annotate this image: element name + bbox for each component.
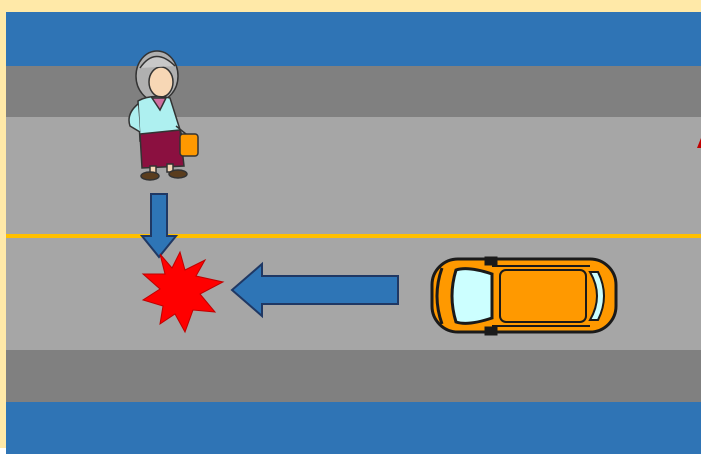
- elderly-woman-icon: [128, 50, 199, 181]
- bottom-sidewalk: [6, 350, 701, 402]
- collision-burst-icon: [141, 250, 225, 334]
- car-icon: [430, 256, 618, 336]
- edge-mark: [697, 138, 701, 148]
- center-line: [6, 234, 701, 238]
- left-arrow-icon: [230, 261, 399, 319]
- scene-graphics: [128, 50, 701, 336]
- top-blue-area: [6, 12, 701, 66]
- bottom-blue-area: [6, 402, 701, 454]
- top-sidewalk: [6, 66, 701, 117]
- down-arrow-icon: [139, 193, 179, 259]
